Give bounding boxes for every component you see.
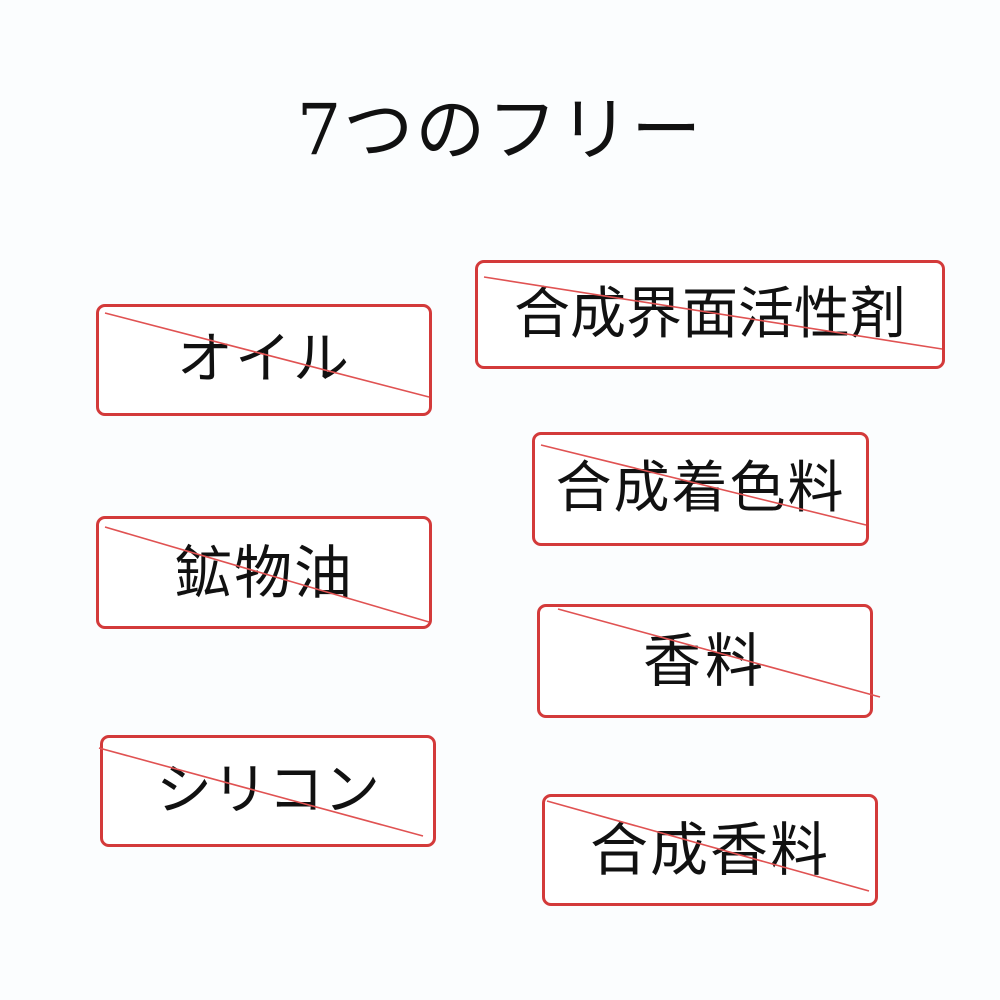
tag-label-synthetic-fragrance: 合成香料 [589, 816, 830, 884]
tag-label-synthetic-surfactant: 合成界面活性剤 [514, 281, 906, 347]
tag-fragrance: 香料 [537, 604, 881, 718]
tag-label-oil: オイル [177, 327, 351, 392]
tag-label-silicone: シリコン [156, 758, 380, 823]
tag-oil: オイル [96, 304, 432, 416]
tag-label-mineral-oil: 鉱物油 [173, 538, 354, 607]
tag-silicone: シリコン [98, 735, 436, 847]
tag-label-fragrance: 香料 [642, 627, 767, 695]
tag-mineral-oil: 鉱物油 [96, 516, 432, 629]
page-title: 7つのフリー [296, 89, 704, 171]
tag-synthetic-fragrance: 合成香料 [542, 794, 878, 906]
tag-label-synthetic-colorant: 合成着色料 [555, 456, 846, 521]
tag-synthetic-colorant: 合成着色料 [532, 432, 869, 546]
tag-synthetic-surfactant: 合成界面活性剤 [475, 260, 945, 369]
